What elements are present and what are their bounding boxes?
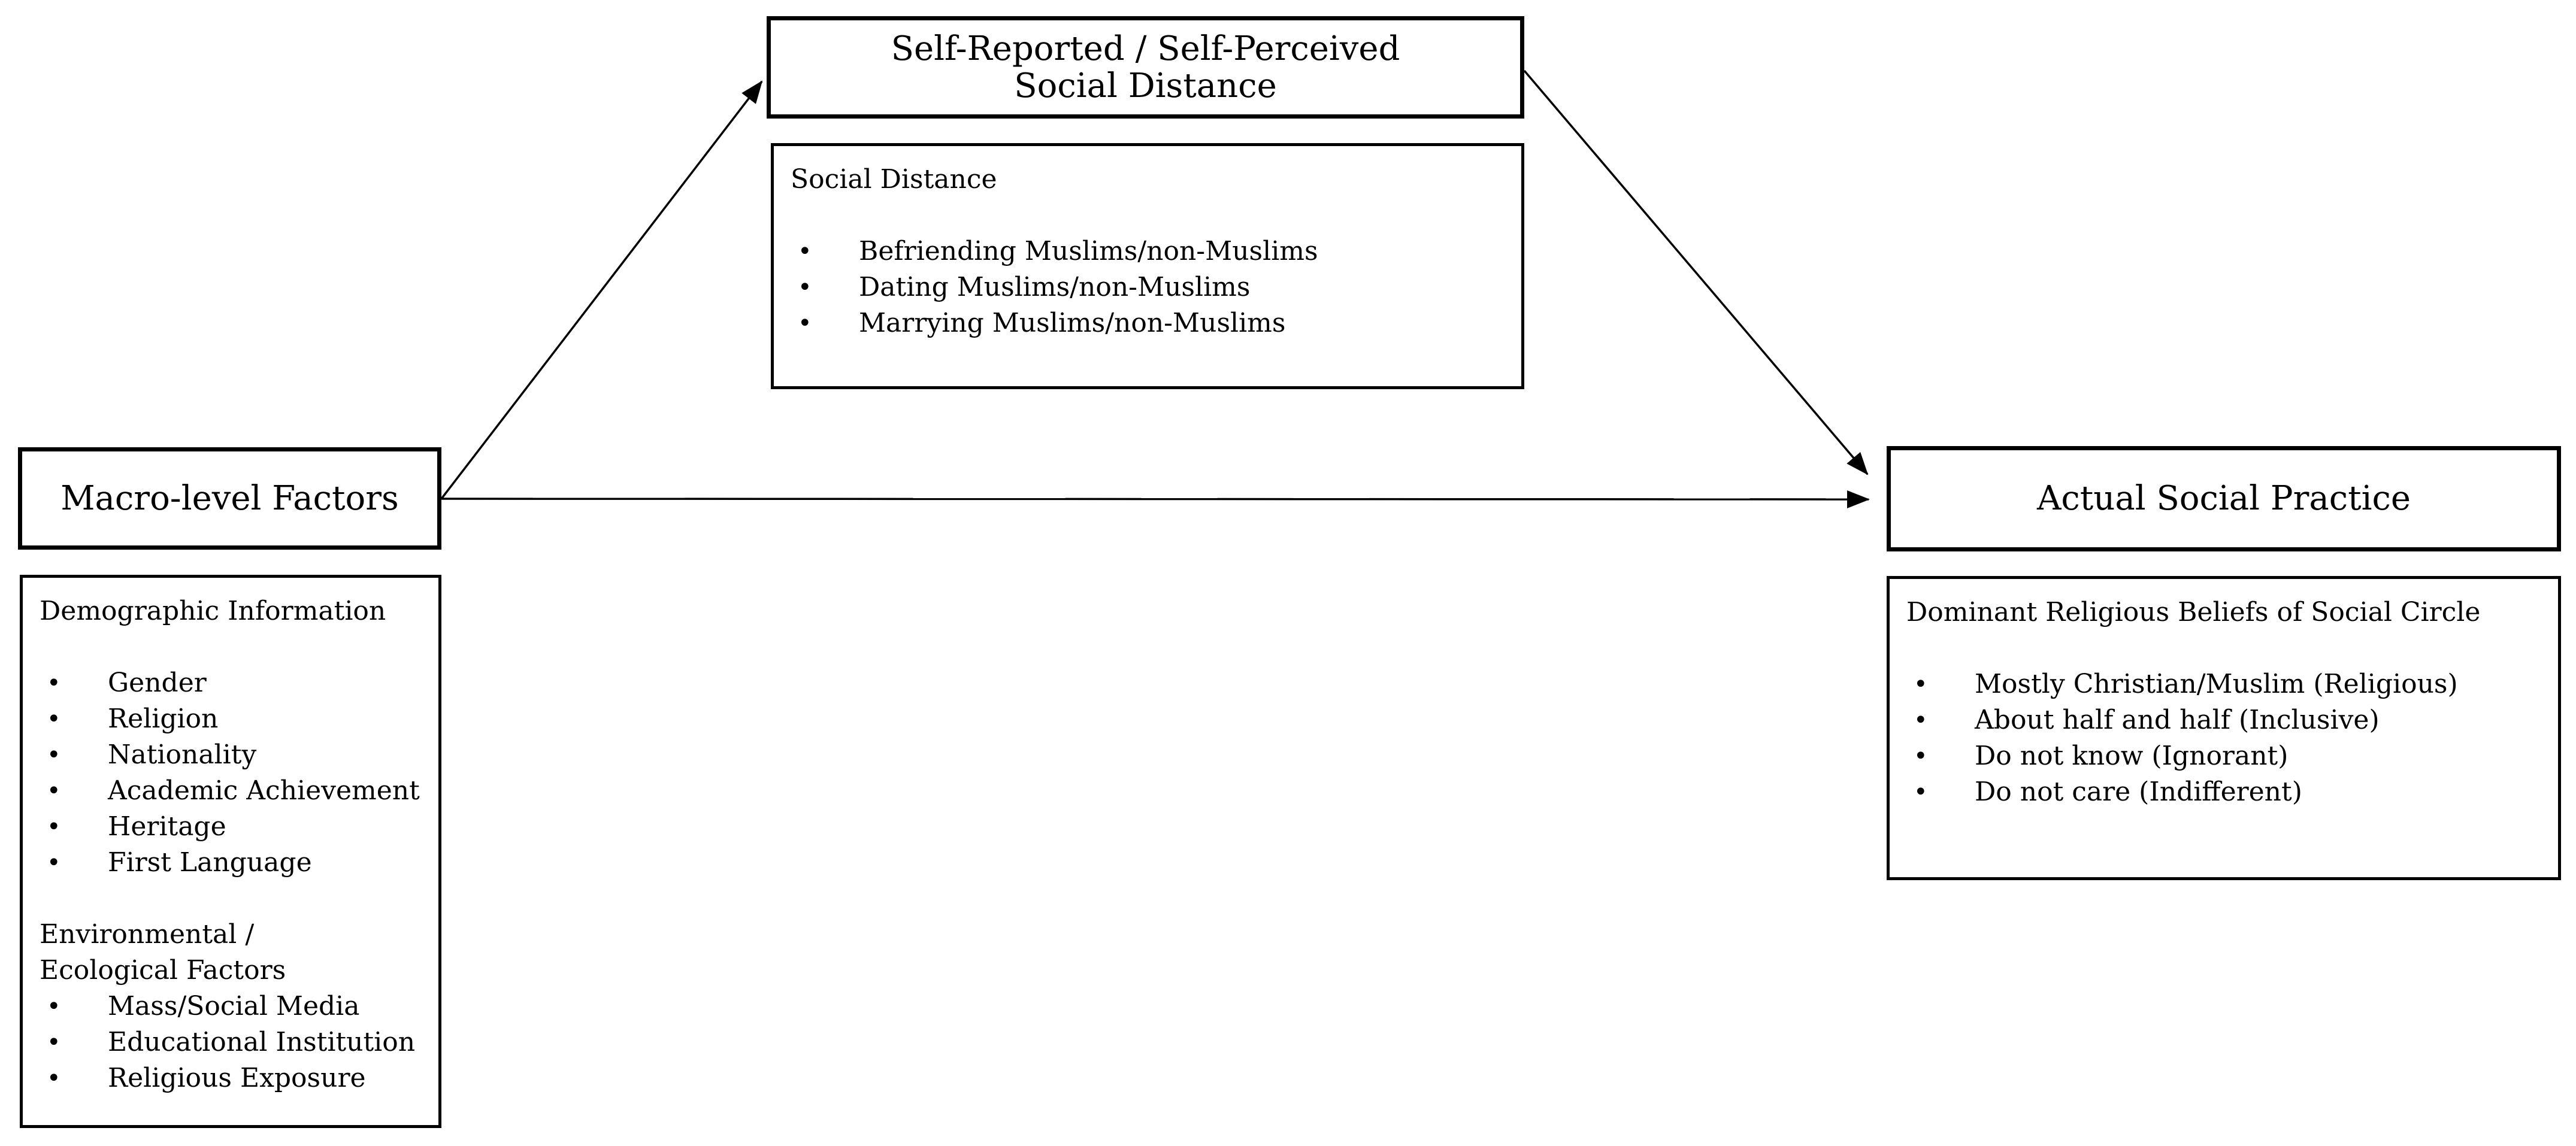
bullet-item: Heritage — [23, 809, 432, 845]
demographic-bullet-list: GenderReligionNationalityAcademic Achiev… — [23, 665, 432, 881]
spacer — [774, 198, 1515, 234]
node-social-distance-detail-box: Social Distance Befriending Muslims/non-… — [771, 143, 1524, 389]
node-macro-title: Macro-level Factors — [60, 478, 399, 518]
environmental-subheading-line2: Ecological Factors — [40, 955, 286, 986]
environmental-subheading-line1: Environmental / — [40, 919, 255, 950]
demographic-heading: Demographic Information — [40, 596, 386, 626]
bullet-item: Educational Institution — [23, 1024, 432, 1060]
bullet-item: About half and half (Inclusive) — [1890, 702, 2552, 738]
arrow-self-reported-to-actual — [1523, 69, 1869, 475]
arrow-macro-to-self-reported — [440, 80, 763, 500]
bullet-item: Academic Achievement — [23, 773, 432, 809]
node-macro-detail-box: Demographic Information GenderReligionNa… — [20, 575, 441, 1128]
node-actual-box: Actual Social Practice — [1887, 446, 2561, 551]
social-distance-heading: Social Distance — [791, 164, 997, 195]
bullet-item: Befriending Muslims/non-Muslims — [774, 234, 1515, 269]
node-actual-title: Actual Social Practice — [2036, 479, 2411, 518]
bullet-item: Marrying Muslims/non-Muslims — [774, 305, 1515, 341]
node-macro-box: Macro-level Factors — [18, 447, 441, 550]
bullet-item: Nationality — [23, 737, 432, 773]
node-self-reported-title-line1: Self-Reported / Self-Perceived — [891, 29, 1400, 68]
bullet-item: Dating Muslims/non-Muslims — [774, 269, 1515, 305]
bullet-item: Mostly Christian/Muslim (Religious) — [1890, 666, 2552, 702]
bullet-item: Do not know (Ignorant) — [1890, 738, 2552, 774]
environmental-bullet-list: Mass/Social MediaEducational Institution… — [23, 989, 432, 1096]
bullet-item: Religious Exposure — [23, 1060, 432, 1096]
node-self-reported-title-line2: Social Distance — [1014, 66, 1277, 105]
bullet-item: First Language — [23, 845, 432, 881]
dominant-beliefs-heading: Dominant Religious Beliefs of Social Cir… — [1906, 597, 2481, 627]
node-actual-detail-box: Dominant Religious Beliefs of Social Cir… — [1887, 576, 2561, 880]
bullet-item: Gender — [23, 665, 432, 701]
bullet-item: Mass/Social Media — [23, 989, 432, 1024]
spacer — [23, 629, 432, 665]
social-distance-bullet-list: Befriending Muslims/non-MuslimsDating Mu… — [774, 234, 1515, 341]
bullet-item: Religion — [23, 701, 432, 737]
bullet-item: Do not care (Indifferent) — [1890, 774, 2552, 810]
spacer — [23, 881, 432, 917]
spacer — [1890, 630, 2552, 666]
environmental-subheading: Environmental / Ecological Factors — [40, 917, 432, 989]
node-self-reported-box: Self-Reported / Self-Perceived Social Di… — [767, 16, 1524, 119]
dominant-beliefs-bullet-list: Mostly Christian/Muslim (Religious)About… — [1890, 666, 2552, 810]
